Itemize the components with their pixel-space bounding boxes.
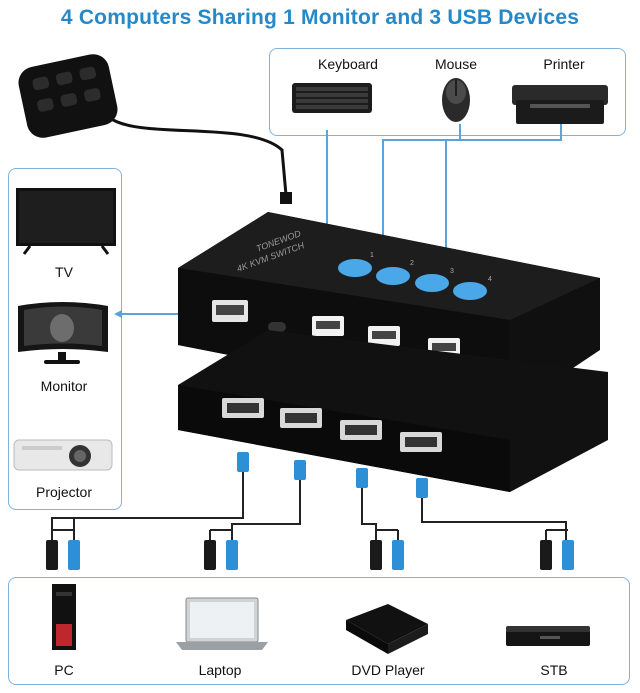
dvd-player-icon — [346, 604, 428, 654]
computer-label-stb: STB — [540, 662, 568, 678]
display-label-projector: Projector — [35, 484, 93, 500]
kvm-button-number-1: 1 — [370, 252, 374, 259]
kvm-button-number-3: 3 — [450, 268, 454, 275]
wired-remote-icon — [18, 54, 292, 204]
tv-icon — [16, 188, 116, 255]
laptop-icon — [176, 597, 268, 650]
pc-tower-icon — [52, 584, 76, 650]
computer-label-dvd-player: DVD Player — [351, 662, 425, 678]
kvm-button-number-2: 2 — [410, 260, 414, 267]
display-label-monitor: Monitor — [40, 378, 88, 394]
kvm-button-number-4: 4 — [488, 276, 492, 283]
mouse-icon — [442, 78, 470, 122]
projector-icon — [13, 439, 113, 471]
computer-label-laptop: Laptop — [198, 662, 242, 678]
keyboard-icon — [292, 83, 372, 113]
kvm-switch-rear-icon — [178, 330, 608, 492]
stb-icon — [506, 626, 590, 646]
usb-device-label-mouse: Mouse — [434, 56, 478, 72]
usb-device-label-printer: Printer — [543, 56, 585, 72]
printer-icon — [512, 85, 608, 124]
computer-label-pc: PC — [54, 662, 74, 678]
monitor-icon — [18, 302, 108, 364]
display-label-tv: TV — [55, 264, 73, 280]
usb-device-label-keyboard: Keyboard — [318, 56, 378, 72]
page-title: 4 Computers Sharing 1 Monitor and 3 USB … — [60, 6, 580, 29]
